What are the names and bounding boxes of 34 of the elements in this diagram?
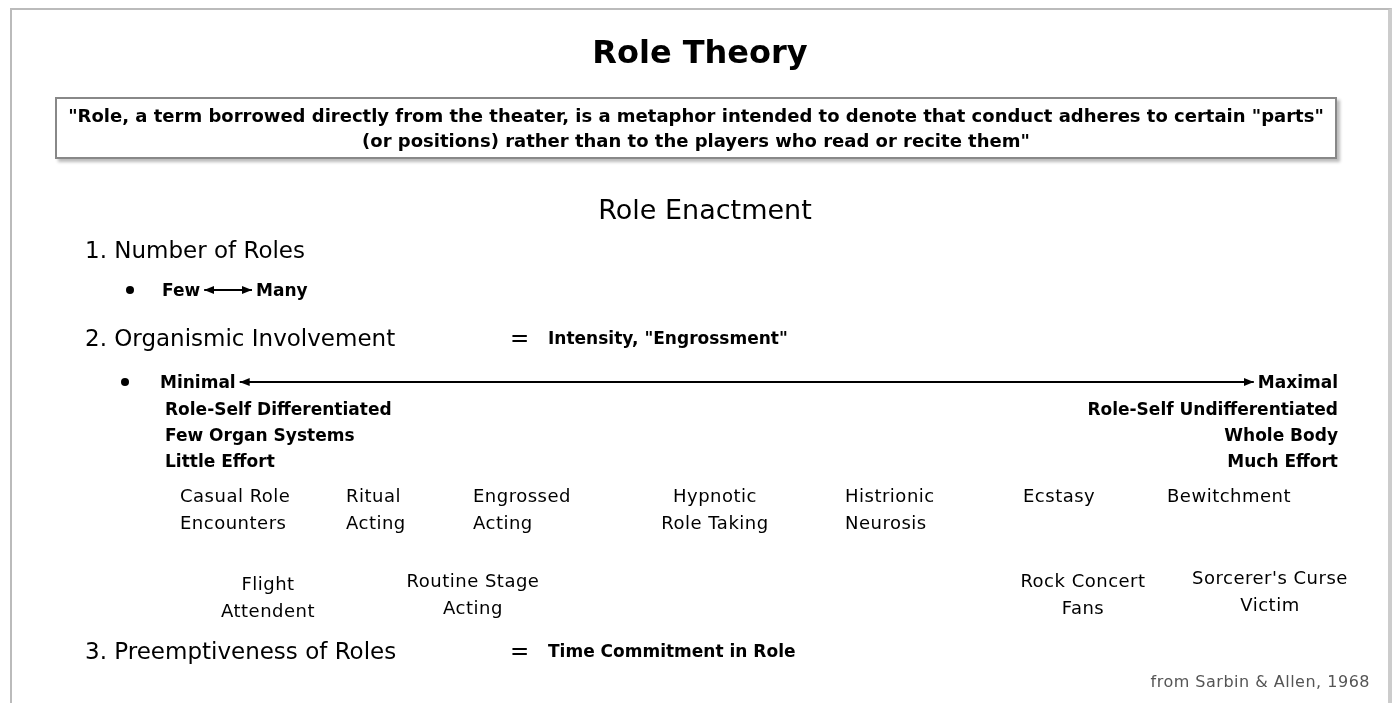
attribute-text: Few Organ Systems <box>165 425 355 445</box>
example-text: Rock Concert Fans <box>1019 569 1147 620</box>
list-heading: 2. Organismic Involvement <box>85 325 396 351</box>
example-text: Bewitchment <box>1167 484 1293 508</box>
double-arrow <box>203 286 253 294</box>
list-heading: 1. Number of Roles <box>85 237 305 263</box>
double-arrow <box>238 378 1255 386</box>
example-text: Flight Attendent <box>219 572 317 623</box>
definition-text: Intensity, "Engrossment" <box>548 328 788 348</box>
endpoint-label: Minimal <box>160 372 236 392</box>
attribute-text: Whole Body <box>1224 425 1338 445</box>
equals-sign: = <box>510 325 530 351</box>
diagram-title: Role Theory <box>592 33 808 71</box>
attribute-text: Little Effort <box>165 451 275 471</box>
equals-sign: = <box>510 638 530 664</box>
example-text: Ritual Acting <box>346 484 407 535</box>
quote-box: "Role, a term borrowed directly from the theater, is a metaphor intended to denote that conduct adheres to certain "parts" (or positions) rather than to the players who read or recite them" <box>55 97 1337 159</box>
endpoint-label: Many <box>256 280 308 300</box>
example-text: Histrionic Neurosis <box>845 484 936 535</box>
attribute-text: Role-Self Differentiated <box>165 399 392 419</box>
list-heading: 3. Preemptiveness of Roles <box>85 638 397 664</box>
example-text: Engrossed Acting <box>473 484 572 535</box>
example-text: Sorcerer's Curse Victim <box>1191 566 1349 617</box>
definition-text: Time Commitment in Role <box>548 641 796 661</box>
endpoint-label: Maximal <box>1257 372 1338 392</box>
attribute-text: Much Effort <box>1227 451 1338 471</box>
example-text: Ecstasy <box>1023 484 1097 508</box>
endpoint-label: Few <box>162 280 201 300</box>
attribute-text: Role-Self Undifferentiated <box>1087 399 1338 419</box>
example-text: Routine Stage Acting <box>405 569 541 620</box>
caption: from Sarbin & Allen, 1968 <box>1150 671 1370 691</box>
example-text: Casual Role Encounters <box>180 484 292 535</box>
example-text: Hypnotic Role Taking <box>660 484 770 535</box>
section-heading: Role Enactment <box>598 193 812 225</box>
